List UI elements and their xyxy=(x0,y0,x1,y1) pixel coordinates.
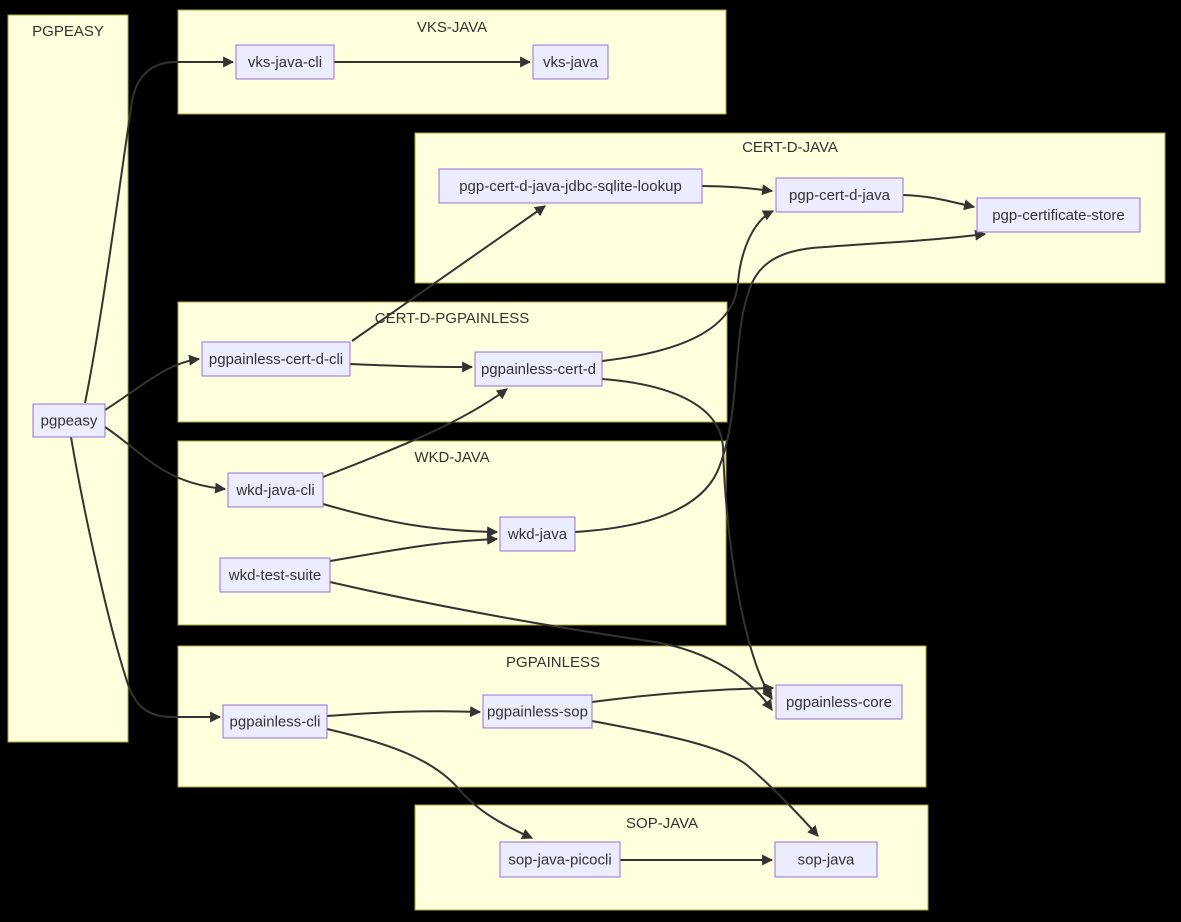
node-label-pgp-cert-d-java-jdbc-sqlite-lookup: pgp-cert-d-java-jdbc-sqlite-lookup xyxy=(459,178,682,195)
edge-wkd-java--pgp-certificate-store xyxy=(574,229,987,533)
edge-pgpainless-cert-d--pgp-cert-d-java xyxy=(601,210,774,362)
cluster-label-sop-java-group: SOP-JAVA xyxy=(626,815,698,832)
edge-pgpainless-cert-d--pgpainless-core xyxy=(601,378,773,700)
edge-wkd-java-cli--pgpainless-cert-d xyxy=(322,388,508,478)
edge-pgpeasy--wkd-java-cli xyxy=(104,426,227,494)
node-vks-java-cli: vks-java-cli xyxy=(235,44,335,80)
node-label-sop-java-picocli: sop-java-picocli xyxy=(508,852,611,869)
node-box-pgpainless-cert-d-cli xyxy=(201,341,351,377)
edge-pgpainless-cli--pgpainless-sop xyxy=(326,706,482,718)
node-box-pgp-certificate-store xyxy=(976,197,1141,233)
node-box-pgpainless-cli xyxy=(222,704,328,739)
node-box-pgpainless-cert-d xyxy=(474,351,603,387)
node-wkd-java-cli: wkd-java-cli xyxy=(227,472,324,508)
node-sop-java-picocli: sop-java-picocli xyxy=(499,841,621,878)
edge-pgp-cert-d-java--pgp-certificate-store xyxy=(902,194,976,211)
edge-wkd-test-suite--wkd-java xyxy=(329,533,499,562)
node-wkd-java: wkd-java xyxy=(499,516,576,552)
node-pgpainless-sop: pgpainless-sop xyxy=(482,694,593,729)
node-wkd-test-suite: wkd-test-suite xyxy=(219,557,331,593)
node-box-pgpainless-sop xyxy=(482,694,593,729)
edge-pgpeasy--pgpainless-cert-d-cli xyxy=(104,354,201,411)
node-label-pgp-cert-d-java: pgp-cert-d-java xyxy=(789,187,891,204)
edge-pgpeasy--pgpainless-cli xyxy=(70,436,222,723)
cluster-pgpeasy-group: PGPEASY xyxy=(7,14,129,743)
edge-pgpeasy--vks-java-cli xyxy=(84,56,235,404)
node-label-pgpainless-cert-d: pgpainless-cert-d xyxy=(481,361,596,378)
node-pgpainless-cli: pgpainless-cli xyxy=(222,704,328,739)
node-label-wkd-test-suite: wkd-test-suite xyxy=(228,567,322,584)
node-label-pgpainless-cert-d-cli: pgpainless-cert-d-cli xyxy=(209,351,343,368)
node-label-wkd-java: wkd-java xyxy=(507,526,568,543)
node-label-pgpeasy: pgpeasy xyxy=(41,413,98,430)
node-box-vks-java xyxy=(532,44,609,80)
edge-pgp-cert-d-java-jdbc-sqlite-lookup--pgp-cert-d-java xyxy=(701,184,774,196)
cluster-label-wkd-java-group: WKD-JAVA xyxy=(414,449,489,466)
edge-pgpainless-sop--pgpainless-core xyxy=(591,682,775,703)
edge-wkd-test-suite--pgpainless-core xyxy=(329,581,773,711)
edge-pgpainless-cli--sop-java-picocli xyxy=(326,728,534,840)
cluster-label-pgpeasy-group: PGPEASY xyxy=(32,23,104,40)
cluster-label-cert-d-pgpainless-group: CERT-D-PGPAINLESS xyxy=(375,310,529,327)
edge-wkd-java-cli--wkd-java xyxy=(322,503,499,538)
node-vks-java: vks-java xyxy=(532,44,609,80)
edge-pgpainless-cert-d-cli--pgp-cert-d-java-jdbc-sqlite-lookup xyxy=(351,205,546,342)
node-label-pgpainless-core: pgpainless-core xyxy=(786,694,892,711)
node-pgpainless-cert-d: pgpainless-cert-d xyxy=(474,351,603,387)
cluster-vks-java-group: VKS-JAVA xyxy=(177,9,727,115)
cluster-wkd-java-group: WKD-JAVA xyxy=(177,440,727,626)
node-label-vks-java-cli: vks-java-cli xyxy=(248,54,322,71)
node-box-sop-java-picocli xyxy=(499,841,621,878)
edge-pgpainless-sop--sop-java xyxy=(591,720,819,837)
cluster-box-pgpeasy-group xyxy=(7,14,129,743)
node-pgp-certificate-store: pgp-certificate-store xyxy=(976,197,1141,233)
node-pgpainless-cert-d-cli: pgpainless-cert-d-cli xyxy=(201,341,351,377)
node-label-pgp-certificate-store: pgp-certificate-store xyxy=(992,207,1125,224)
node-sop-java: sop-java xyxy=(774,841,878,878)
node-box-wkd-java xyxy=(499,516,576,552)
node-box-wkd-test-suite xyxy=(219,557,331,593)
node-box-sop-java xyxy=(774,841,878,878)
cluster-label-pgpainless-group: PGPAINLESS xyxy=(506,654,600,671)
node-pgpeasy: pgpeasy xyxy=(32,403,106,438)
node-pgp-cert-d-java-jdbc-sqlite-lookup: pgp-cert-d-java-jdbc-sqlite-lookup xyxy=(438,168,703,204)
node-label-pgpainless-sop: pgpainless-sop xyxy=(487,704,588,721)
edges-layer xyxy=(70,56,987,866)
cluster-label-cert-d-java-group: CERT-D-JAVA xyxy=(742,139,838,156)
node-box-pgp-cert-d-java xyxy=(775,177,904,213)
cluster-label-vks-java-group: VKS-JAVA xyxy=(417,19,487,36)
node-label-vks-java: vks-java xyxy=(543,54,599,71)
node-box-wkd-java-cli xyxy=(227,472,324,508)
node-box-pgpainless-core xyxy=(775,684,903,720)
edge-pgpainless-cert-d-cli--pgpainless-cert-d xyxy=(349,361,474,373)
node-label-sop-java: sop-java xyxy=(798,852,855,869)
nodes-layer: pgpeasy vks-java-cli vks-java pgp-cert-d-ja… xyxy=(32,44,1141,878)
node-label-wkd-java-cli: wkd-java-cli xyxy=(235,482,314,499)
node-pgp-cert-d-java: pgp-cert-d-java xyxy=(775,177,904,213)
cluster-box-wkd-java-group xyxy=(177,440,727,626)
node-box-pgpeasy xyxy=(32,403,106,438)
node-box-vks-java-cli xyxy=(235,44,335,80)
node-pgpainless-core: pgpainless-core xyxy=(775,684,903,720)
node-label-pgpainless-cli: pgpainless-cli xyxy=(230,714,321,731)
node-box-pgp-cert-d-java-jdbc-sqlite-lookup xyxy=(438,168,703,204)
